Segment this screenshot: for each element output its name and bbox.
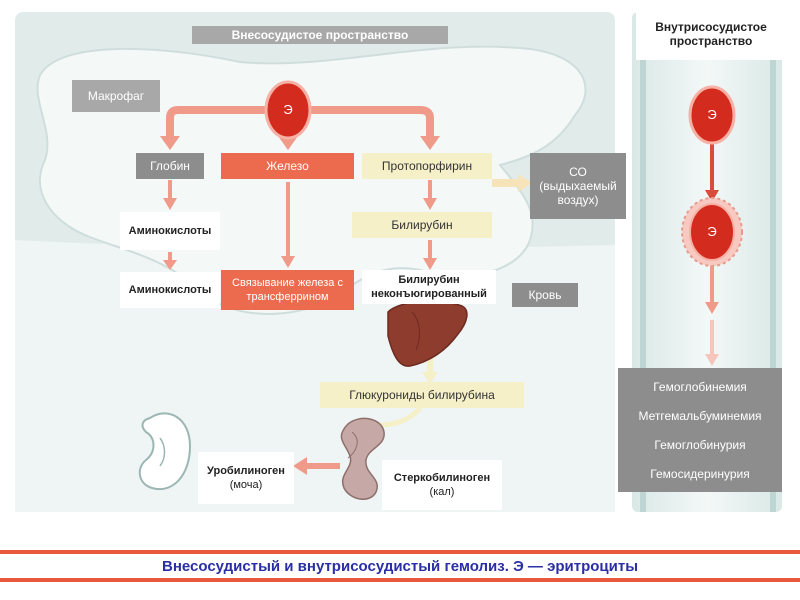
caption: Внесосудистый и внутрисосудистый гемолиз… (0, 554, 800, 578)
intravascular-label: Внутрисосудистое пространство (636, 8, 786, 60)
protoporphyrin-node: Протопорфирин (362, 153, 492, 179)
hemosiderinuria-item: Гемосидеринурия (650, 466, 750, 481)
bilirubin-node: Билирубин (352, 212, 492, 238)
extravascular-label: Внесосудистое пространство (192, 26, 448, 44)
macrophage-label: Макрофаг (72, 80, 160, 112)
stercobilinogen-node: Стеркобилиноген (кал) (382, 460, 502, 510)
urobilinogen-subtitle: (моча) (229, 479, 263, 491)
urobilinogen-node: Уробилиноген (моча) (198, 452, 294, 504)
urobilinogen-title: Уробилиноген (207, 465, 285, 477)
glucuronides-node: Глюкурониды билирубина (320, 382, 524, 408)
stercobilinogen-title: Стеркобилиноген (393, 472, 491, 484)
globin-node: Глобин (136, 153, 204, 179)
stercobilinogen-subtitle: (кал) (429, 486, 455, 498)
erythrocyte-label-3: Э (707, 224, 717, 239)
co-node: СО (выдыхаемый воздух) (530, 153, 626, 219)
iron-node: Железо (221, 153, 354, 179)
unconjugated-bilirubin-node: Билирубин неконъюгированный (362, 270, 496, 304)
hemoglobinemia-item: Гемоглобинемия (653, 379, 747, 394)
erythrocyte-macrophage (264, 80, 312, 140)
transferrin-node: Связывание железа с трансферрином (221, 270, 354, 310)
methemalbuminemia-item: Метгемальбуминемия (638, 408, 762, 423)
hemoglobinuria-item: Гемоглобинурия (654, 437, 746, 452)
erythrocyte-label-2: Э (707, 107, 717, 122)
intravascular-list: Гемоглобинемия Метгемальбуминемия Гемогл… (618, 368, 782, 492)
erythrocyte-label-1: Э (283, 102, 293, 117)
erythrocyte-vessel-1 (688, 85, 736, 145)
erythrocyte-vessel-2 (689, 203, 735, 261)
amino-acids-node-1: Аминокислоты (120, 212, 220, 250)
amino-acids-node-2: Аминокислоты (120, 272, 220, 308)
blood-label: Кровь (512, 283, 578, 307)
